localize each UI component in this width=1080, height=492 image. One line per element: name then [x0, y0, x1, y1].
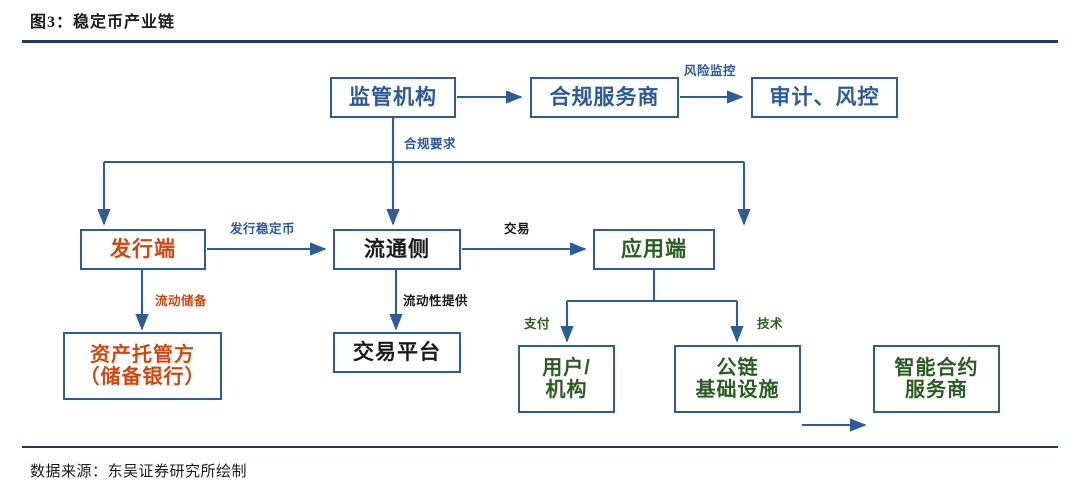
- edge-label-trade: 交易: [504, 222, 531, 236]
- edge-label-compliance-requirement: 合规要求: [404, 137, 457, 151]
- diagram-canvas: 监管机构 合规服务商 审计、风控 发行端 流通侧 应用端 资产托管方 （储备银行…: [0, 46, 1080, 442]
- node-regulator[interactable]: 监管机构: [330, 77, 456, 118]
- edge-label-issue-stablecoin: 发行稳定币: [230, 222, 296, 236]
- title-divider: [22, 40, 1058, 43]
- connector-lines: [97, 90, 867, 432]
- node-circulation[interactable]: 流通侧: [333, 229, 461, 270]
- page-title: 图3：稳定币产业链: [30, 14, 176, 31]
- node-audit-risk-control[interactable]: 审计、风控: [751, 77, 898, 118]
- edge-label-liquidity-supply: 流动性提供: [403, 294, 469, 308]
- source-divider: [22, 446, 1058, 448]
- node-compliance-provider[interactable]: 合规服务商: [530, 77, 679, 118]
- edge-label-liquid-reserve: 流动储备: [155, 294, 208, 308]
- node-application[interactable]: 应用端: [593, 229, 715, 270]
- node-smart-contract-provider[interactable]: 智能合约 服务商: [873, 345, 1000, 413]
- source-note: 数据来源：东吴证券研究所绘制: [30, 464, 248, 480]
- node-issuer[interactable]: 发行端: [80, 229, 206, 270]
- edge-label-technology: 技术: [757, 317, 784, 331]
- edge-label-payment: 支付: [524, 317, 551, 331]
- node-asset-custodian[interactable]: 资产托管方 （储备银行）: [63, 332, 222, 400]
- node-users-institutions[interactable]: 用户/ 机构: [518, 345, 615, 413]
- node-public-chain-infrastructure[interactable]: 公链 基础设施: [674, 345, 801, 413]
- node-exchange-platform[interactable]: 交易平台: [333, 332, 461, 373]
- edge-label-risk-monitoring: 风险监控: [684, 64, 737, 78]
